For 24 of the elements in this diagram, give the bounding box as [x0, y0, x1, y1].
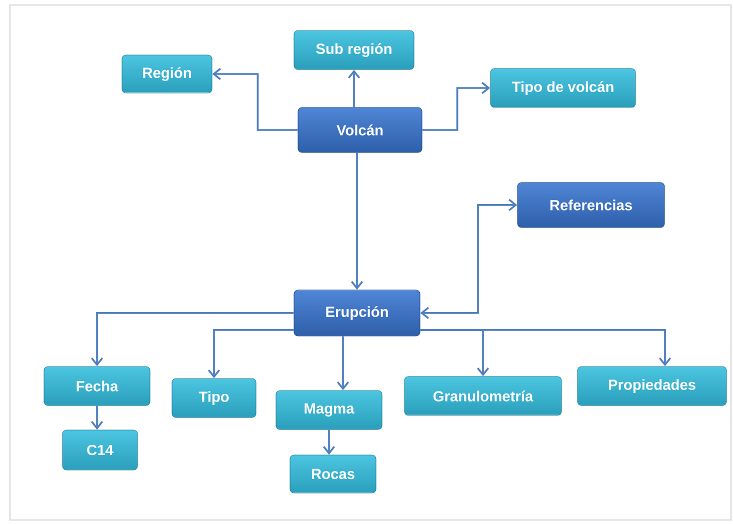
arrow: [420, 198, 518, 320]
arrow: [208, 329, 294, 378]
process-box: Tipo de volcán: [490, 68, 636, 108]
process-box: Volcán: [298, 107, 422, 153]
arrow: [90, 406, 104, 430]
process-box: Sub región: [294, 30, 414, 70]
arrow: [212, 68, 298, 131]
arrow: [90, 312, 294, 366]
process-box: Granulometría: [404, 376, 562, 416]
process-box: Región: [122, 54, 212, 94]
process-box: Referencias: [517, 182, 665, 228]
arrow: [336, 336, 350, 390]
process-box: Magma: [276, 390, 382, 430]
arrow: [350, 152, 364, 290]
process-box: Erupción: [294, 290, 420, 336]
arrow: [422, 82, 490, 131]
arrow: [348, 70, 360, 108]
process-box: Rocas: [290, 454, 376, 494]
process-box: Fecha: [44, 366, 150, 406]
arrow: [420, 329, 672, 366]
process-box: Tipo: [172, 378, 256, 418]
process-box: Propiedades: [577, 366, 727, 406]
process-box: C14: [62, 430, 138, 470]
arrow: [322, 430, 336, 455]
